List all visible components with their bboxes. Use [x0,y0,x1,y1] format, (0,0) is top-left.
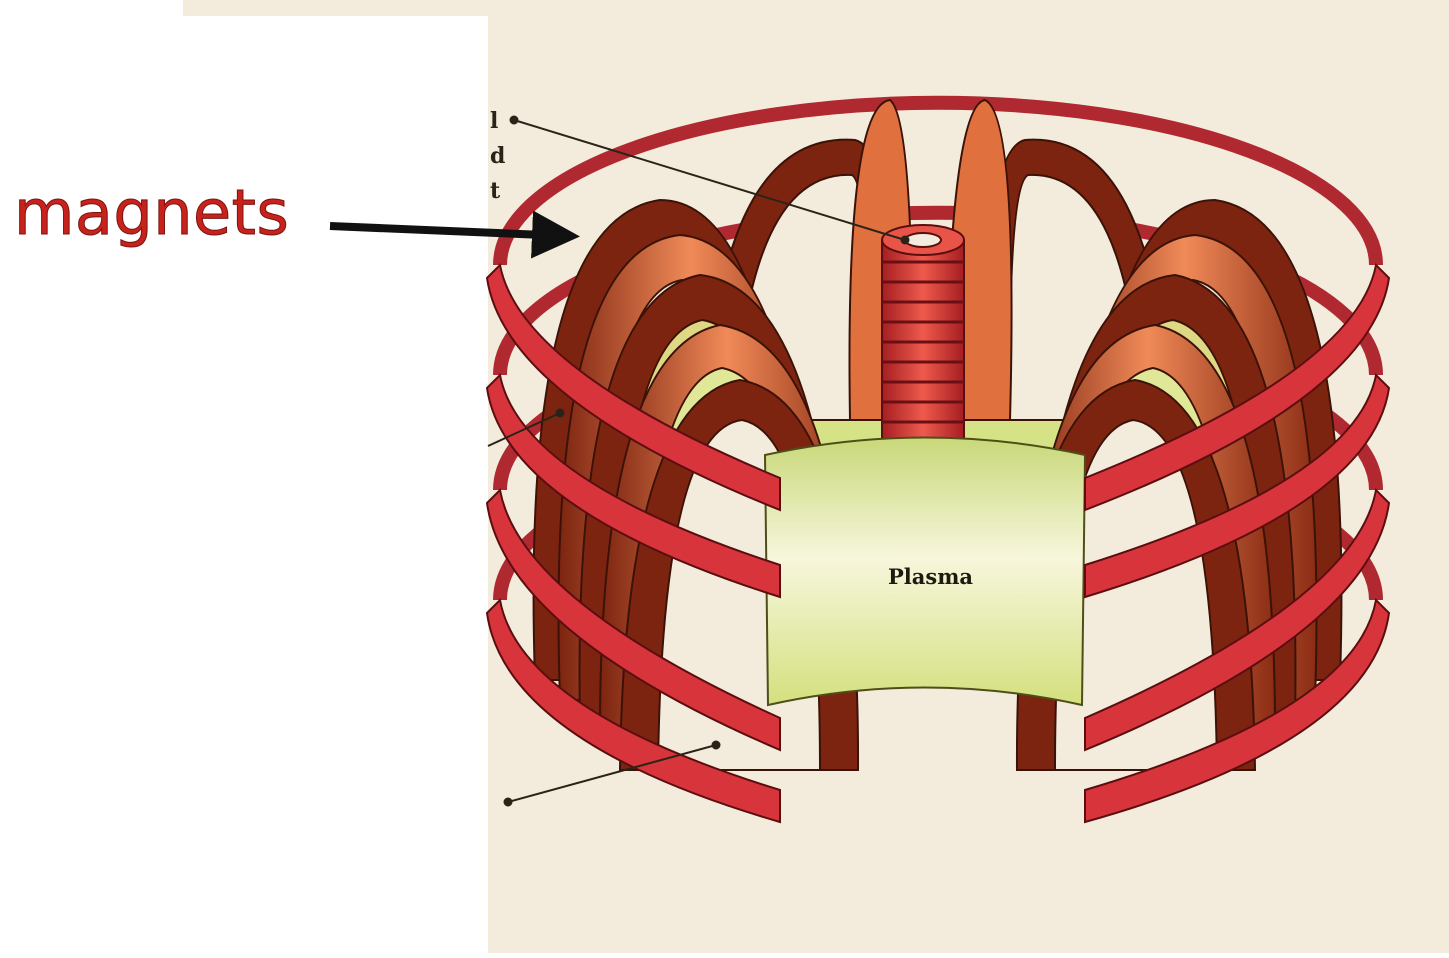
cropped-label-fragment: l [490,108,498,134]
cropped-label-fragment: t [490,178,501,204]
plasma-label: Plasma [888,564,973,589]
cropped-label-fragment: d [490,143,505,169]
magnets-callout-label: magnets [14,182,289,244]
central-solenoid [882,225,964,465]
